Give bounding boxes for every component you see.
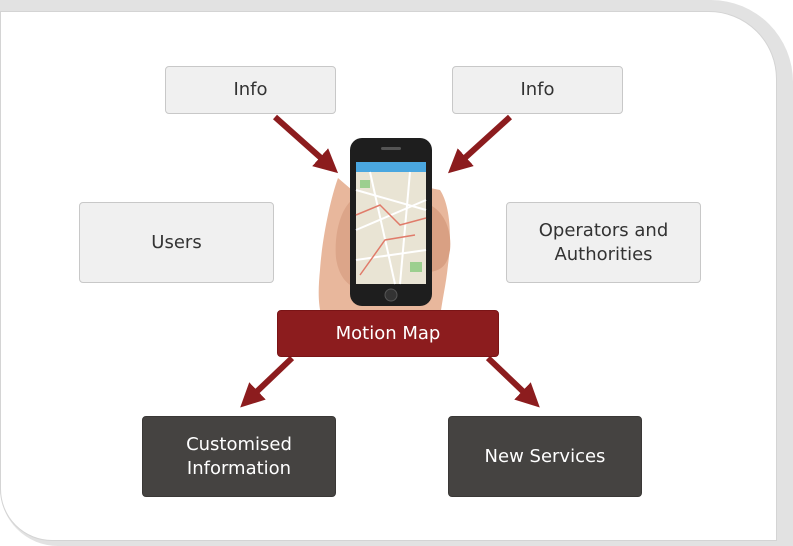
operators-label-line2: Authorities: [554, 243, 653, 265]
motion-map-label: Motion Map: [335, 322, 441, 344]
map-roads: [355, 171, 427, 285]
map-routes: [355, 204, 427, 276]
operators-label-line1: Operators and: [538, 219, 669, 241]
customised-label-line1: Customised: [186, 433, 292, 455]
map-parks: [360, 180, 422, 272]
info-box-left: Info: [165, 66, 336, 114]
new-services-label: New Services: [484, 445, 606, 467]
users-label: Users: [151, 231, 202, 253]
operators-box: Operators and Authorities: [506, 202, 701, 283]
users-box: Users: [79, 202, 274, 283]
phone-screen-header: [356, 162, 426, 172]
motion-map-box: Motion Map: [277, 310, 499, 357]
arrow-info-left-to-phone: [273, 114, 339, 174]
new-services-box: New Services: [448, 416, 642, 497]
phone-speaker: [381, 147, 401, 150]
arrow-info-right-to-phone: [448, 114, 513, 174]
finger-shape: [430, 205, 451, 272]
customised-information-box: Customised Information: [142, 416, 336, 497]
phone-home-button: [384, 288, 398, 302]
customised-label-line2: Information: [186, 457, 292, 479]
info-right-label: Info: [520, 79, 555, 100]
info-box-right: Info: [452, 66, 623, 114]
info-left-label: Info: [233, 79, 268, 100]
thumb-shape: [335, 200, 352, 286]
arrow-center-to-new-services: [485, 355, 540, 408]
arrow-center-to-customised: [240, 355, 295, 408]
